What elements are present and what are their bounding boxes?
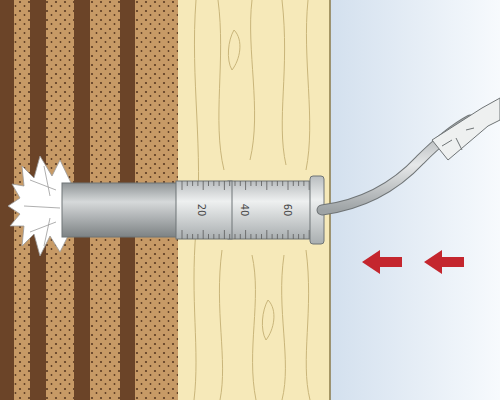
- scale-number: 40: [239, 204, 249, 217]
- scale-sleeve: [228, 181, 312, 239]
- scale-number: 20: [196, 204, 206, 217]
- scale-ticks: [182, 181, 309, 239]
- direction-arrows: [362, 250, 464, 274]
- nozzle: [432, 98, 500, 160]
- scale-number: 60: [282, 204, 292, 217]
